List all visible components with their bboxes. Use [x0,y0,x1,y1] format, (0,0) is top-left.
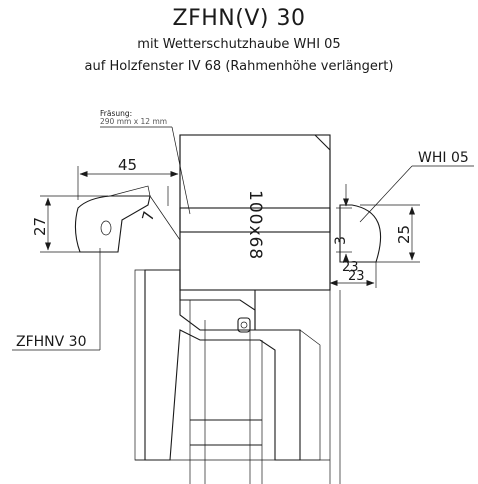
dim-7-label: 7 [138,209,158,223]
dimension-3 [336,184,352,262]
bracket-zfhnv [74,185,181,253]
fraesung-title: Fräsung: [100,109,132,118]
weather-hood-whi05 [339,204,382,263]
whi-label: WHI 05 [418,150,469,166]
dim-23a-label: 23 [342,260,359,275]
dimension-27 [40,195,108,253]
fraesung-leader [171,126,191,215]
seal-detail [237,317,251,333]
dim-45-label: 45 [118,156,137,174]
profile-label: 100x68 [245,190,265,260]
drawing-subtitle-1: mit Wetterschutzhaube WHI 05 [137,37,341,52]
zfhnv-label: ZFHNV 30 [16,334,87,350]
drawing-subtitle-2: auf Holzfenster IV 68 (Rahmenhöhe verlän… [84,59,394,74]
dim-25-label: 25 [395,225,413,244]
dimension-23 [329,262,377,288]
milling-slot [179,207,331,233]
whi-leader [359,165,413,223]
rebate-lines [135,290,341,484]
dimension-25 [360,204,420,263]
drawing-title: ZFHN(V) 30 [172,6,306,31]
dim-23b-label: 23 [348,269,365,284]
fraesung-size: 290 mm x 12 mm [100,117,167,126]
dim-27-label: 27 [31,217,49,236]
frame-profile [134,269,321,461]
dim-3-label: 3 [333,236,349,245]
